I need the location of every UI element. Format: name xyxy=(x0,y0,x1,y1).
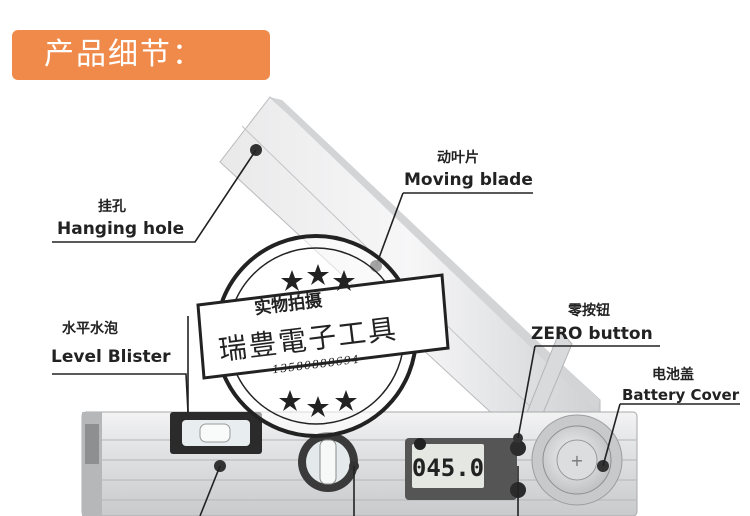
hanging-hole-label-zh: 挂孔 xyxy=(98,199,126,215)
battery-cover-label-zh: 电池盖 xyxy=(652,367,694,383)
level-blister-label-en: Level Blister xyxy=(51,347,171,367)
level-blister xyxy=(170,412,262,454)
hanging-hole-label-en: Hanging hole xyxy=(57,219,185,239)
display-marker xyxy=(414,438,426,450)
product-details-banner: 产品细节： xyxy=(12,30,270,80)
battery-cover: + xyxy=(531,414,623,506)
zero-button-label-en: ZERO button xyxy=(531,324,653,344)
angle-reading: 045.0 xyxy=(412,454,484,482)
level-blister-label-zh: 水平水泡 xyxy=(62,321,118,337)
moving-blade-label-en: Moving blade xyxy=(404,170,533,190)
svg-text:+: + xyxy=(570,451,583,470)
vertical-vial xyxy=(298,432,358,492)
zero-button-label-zh: 零按钮 xyxy=(568,303,610,319)
battery-cover-label-en: Battery Cover xyxy=(622,386,740,404)
moving-blade-label-zh: 动叶片 xyxy=(437,150,479,166)
callout-lines xyxy=(52,149,740,516)
watermark-stamp xyxy=(196,234,450,438)
lcd-display: 045.0 xyxy=(405,438,517,500)
moving-blade xyxy=(219,96,601,433)
